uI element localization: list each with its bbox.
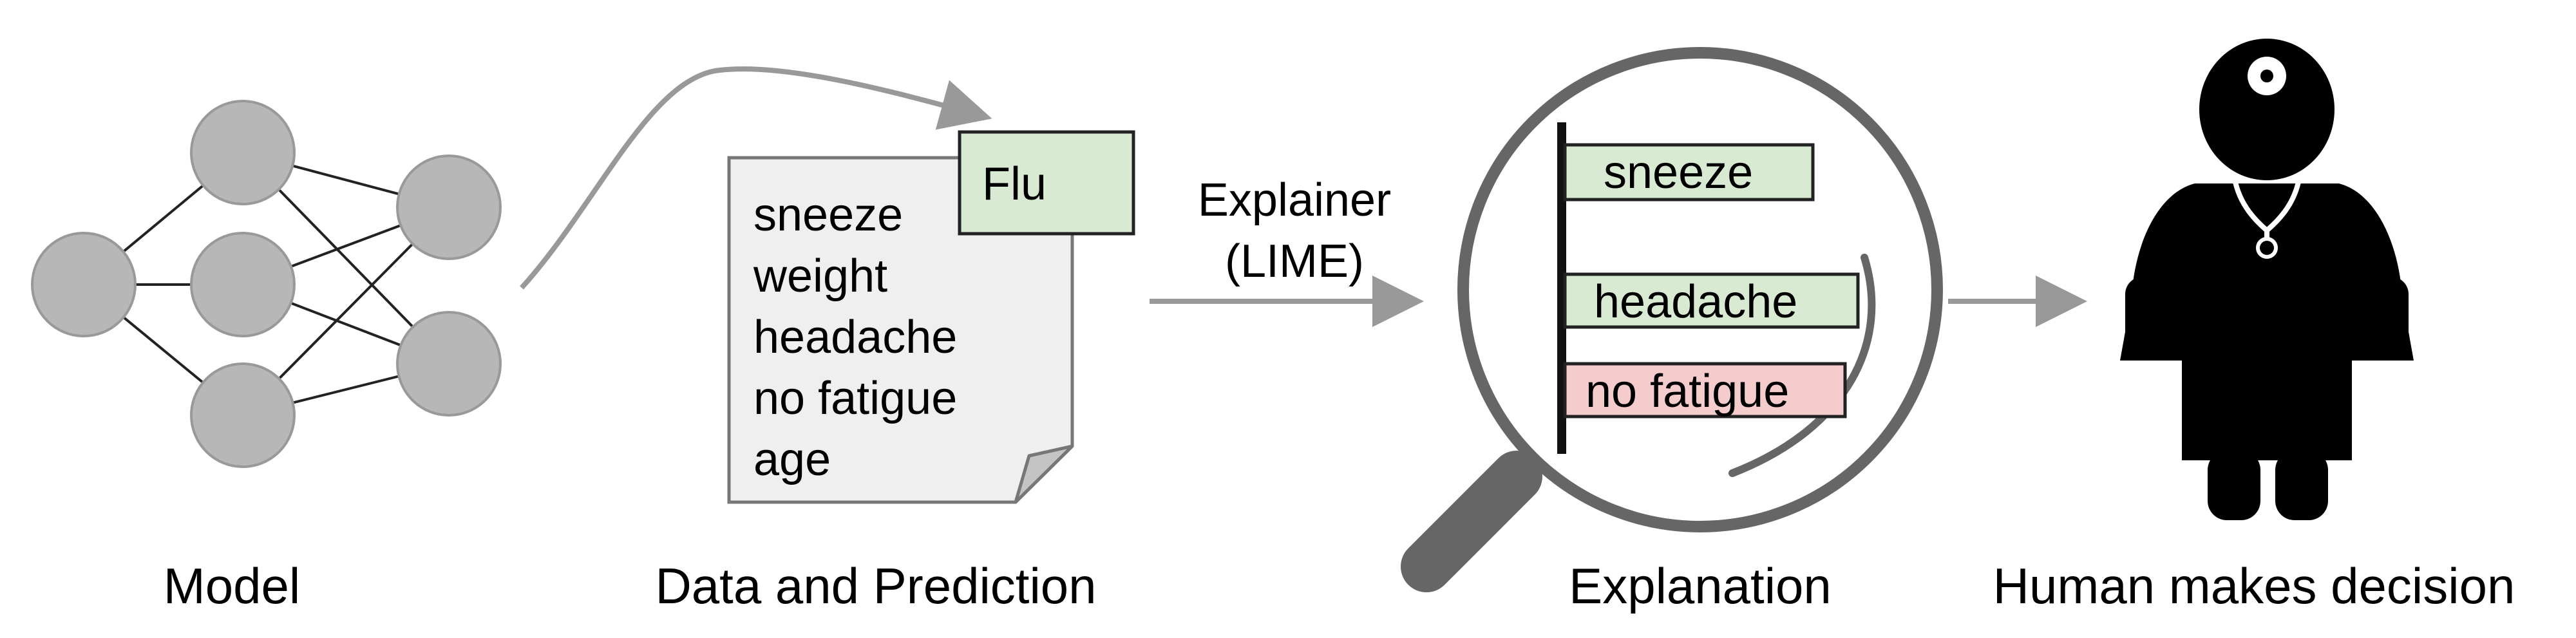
feature-headache: headache (753, 312, 957, 363)
model-network (31, 100, 502, 468)
doctor-leg-right (2275, 451, 2328, 520)
explanation-label-sneeze: sneeze (1604, 147, 1753, 198)
head-mirror-center (2260, 70, 2273, 82)
explanation-magnifier: sneeze headache no fatigue (1401, 47, 1943, 592)
doctor-leg-left (2208, 451, 2260, 520)
explainer-step: Explainer (LIME) (1150, 174, 1424, 327)
feature-weight: weight (753, 250, 887, 302)
caption-explanation: Explanation (1569, 558, 1832, 614)
feature-sneeze: sneeze (753, 189, 903, 241)
network-nodes (31, 100, 502, 468)
network-node-hidden (190, 100, 296, 205)
caption-data-and-prediction: Data and Prediction (655, 558, 1097, 614)
model-to-prediction-arrow (520, 66, 992, 290)
network-node-input (31, 232, 137, 337)
caption-model: Model (163, 558, 301, 614)
doctor-arm-right (2373, 277, 2409, 348)
explanation-bar-sneeze (1563, 143, 1815, 202)
prediction-label-box (958, 130, 1135, 236)
lens-glare (1728, 254, 1876, 477)
caption-human-makes-decision: Human makes decision (1993, 558, 2515, 614)
network-node-hidden (190, 232, 296, 337)
explainer-method: (LIME) (1225, 236, 1364, 287)
explanation-bar-headache (1563, 272, 1860, 329)
network-node-output (396, 155, 502, 260)
feature-no-fatigue: no fatigue (753, 373, 957, 424)
doctor-arm-left (2125, 277, 2161, 348)
prediction-label: Flu (982, 158, 1046, 210)
magnifier-handle (1401, 451, 1542, 592)
doctor-body (2120, 183, 2414, 460)
network-node-hidden (190, 362, 296, 468)
explanation-label-headache: headache (1594, 276, 1797, 328)
explainer-label: Explainer (1198, 174, 1391, 226)
network-node-output (396, 311, 502, 417)
explanation-label-no-fatigue: no fatigue (1586, 366, 1789, 417)
explanation-bar-no-fatigue (1563, 362, 1847, 418)
document-fold-icon (1014, 444, 1074, 504)
doctor-head (2199, 39, 2334, 180)
doctor-icon (2120, 39, 2414, 520)
feature-age: age (753, 434, 831, 485)
stethoscope-chestpiece (2256, 237, 2278, 259)
data-document: sneeze weight headache no fatigue age Fl… (727, 130, 1135, 504)
